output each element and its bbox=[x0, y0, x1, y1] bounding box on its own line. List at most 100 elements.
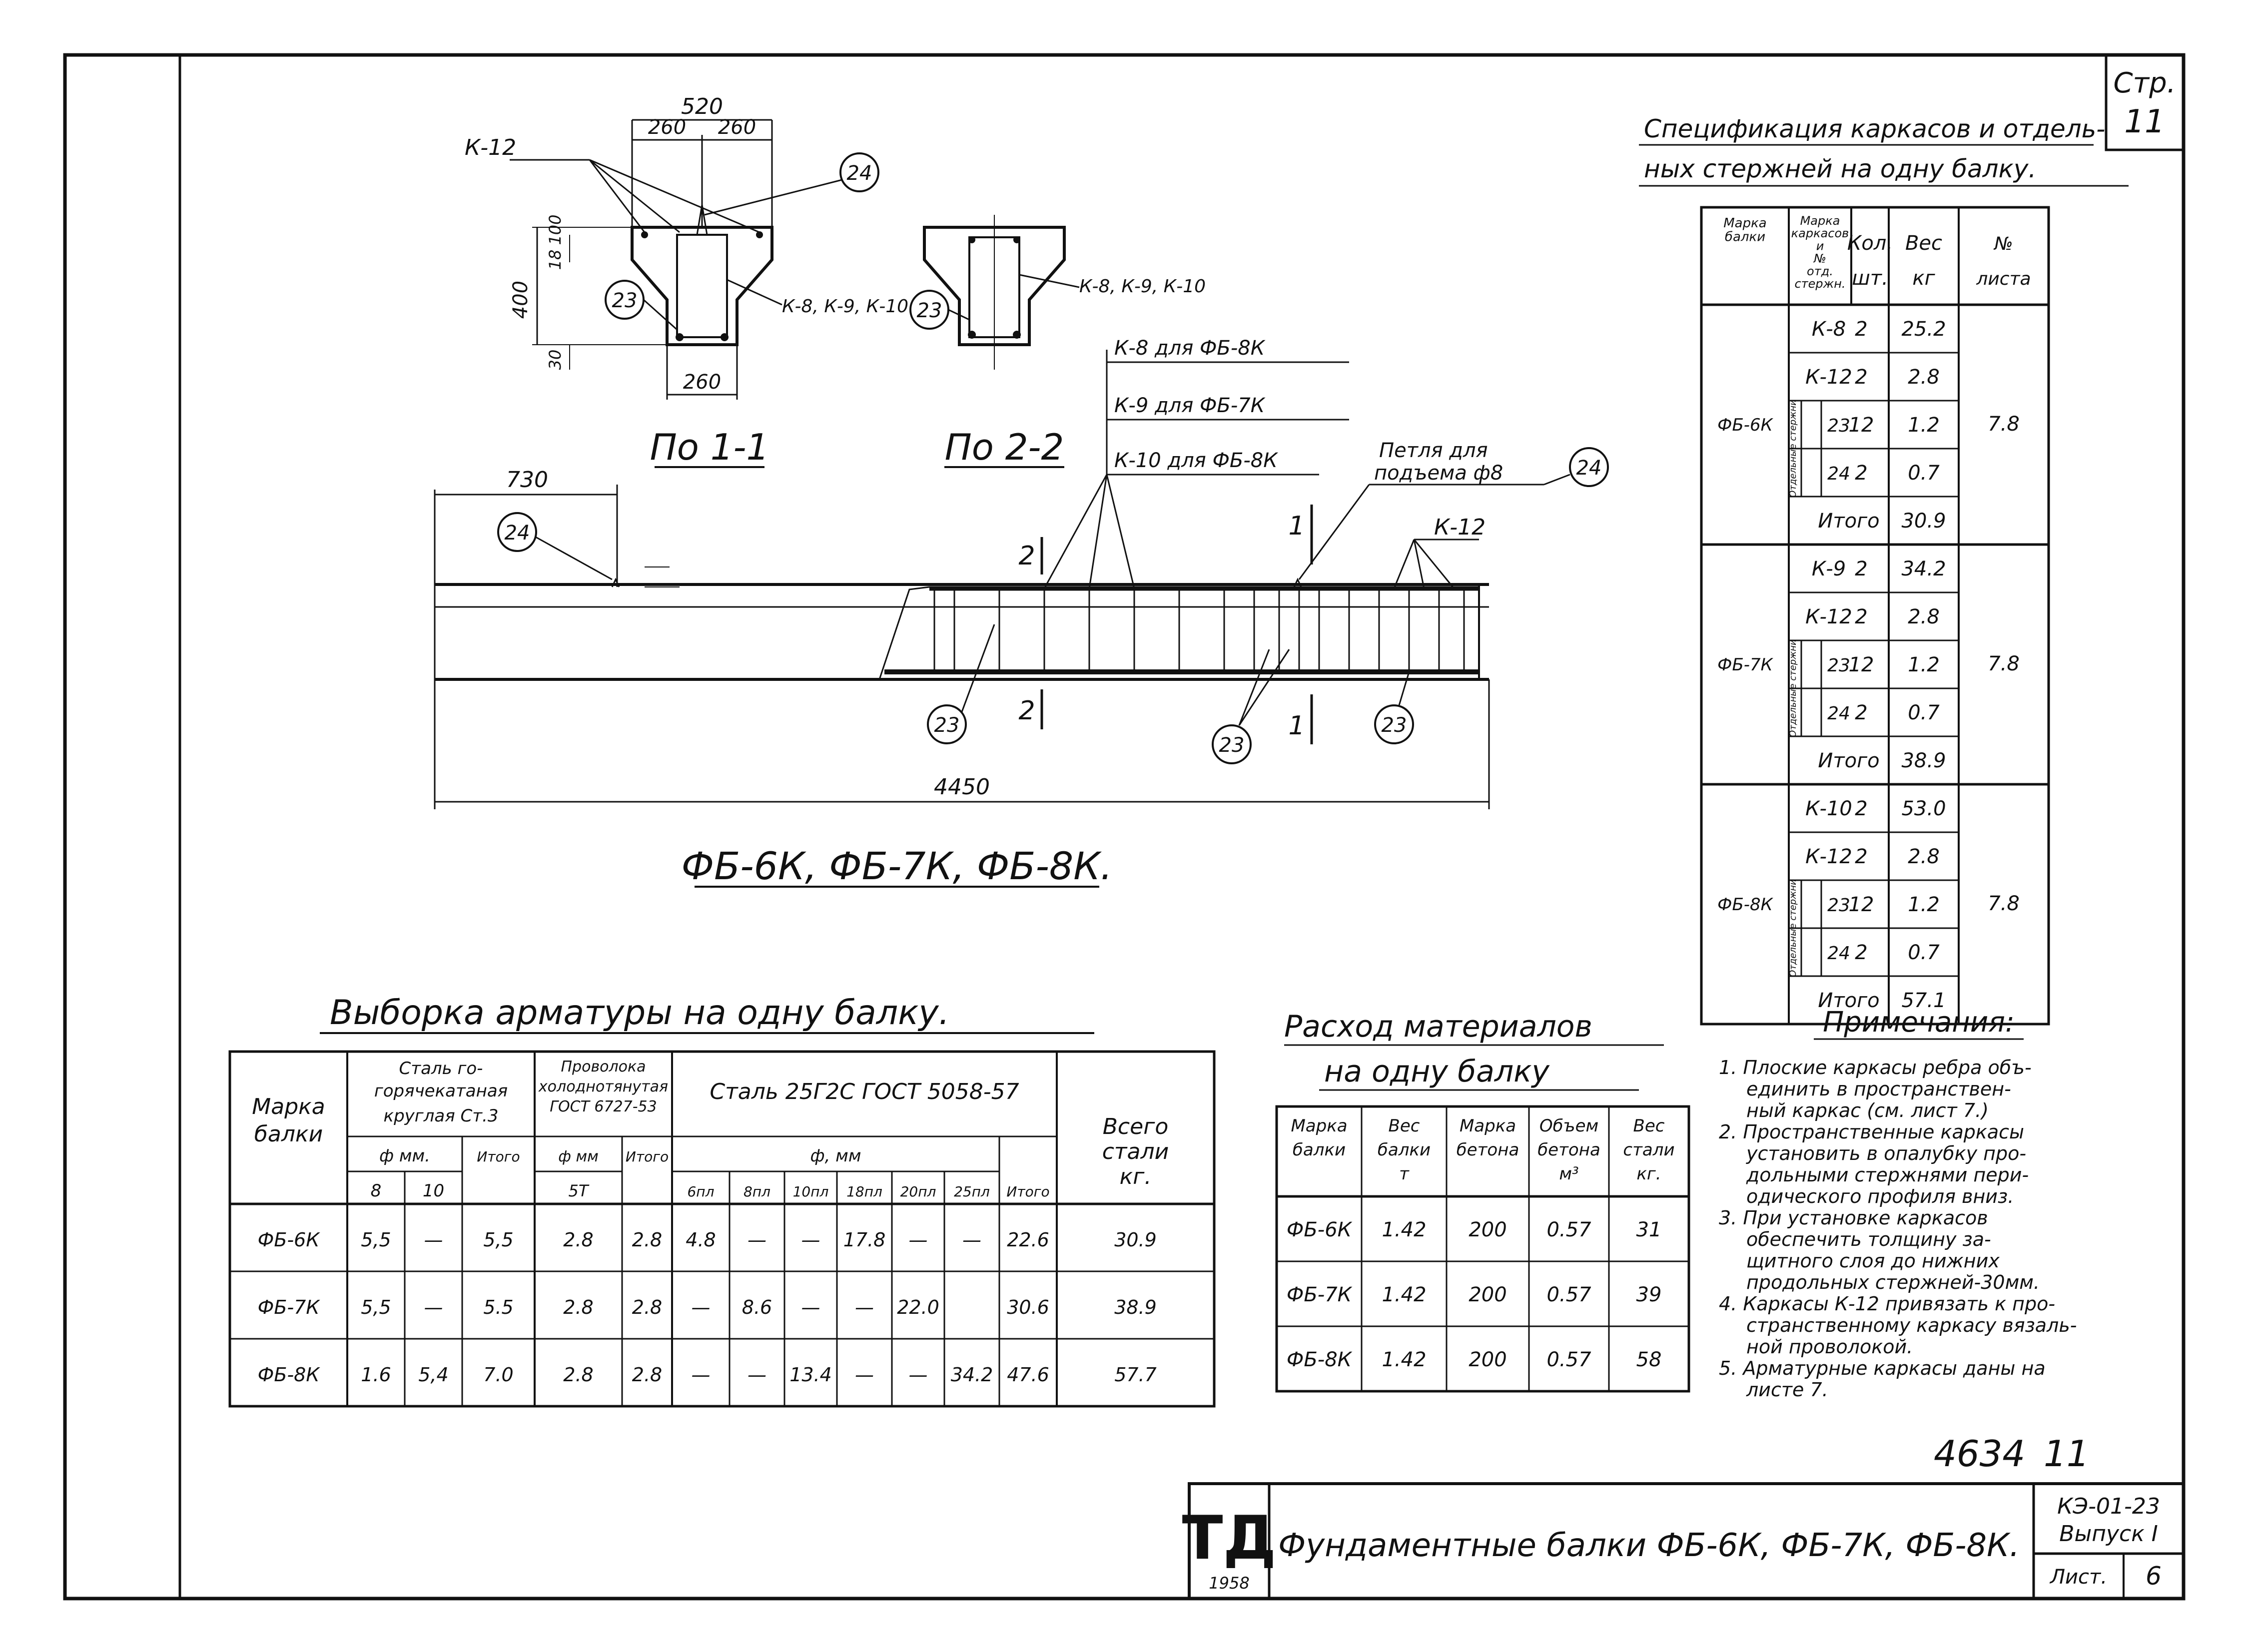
title-block: 4634 11 ТД 1958 Фундаментные балки ФБ-6К… bbox=[1182, 1433, 2185, 1600]
label-k-group-section2: К-8, К-9, К-10 bbox=[1079, 276, 1206, 297]
materials-beam-mark: ФБ-6К bbox=[1287, 1218, 1353, 1241]
spec-sheet-no: 7.8 bbox=[1988, 413, 2020, 436]
stamp-issue: Выпуск I bbox=[2059, 1521, 2158, 1547]
spec-header-cage: стержн. bbox=[1794, 277, 1845, 291]
spec-beam-mark: ФБ-8К bbox=[1717, 895, 1773, 915]
beams-title: ФБ-6К, ФБ-7К, ФБ-8К. bbox=[682, 844, 1113, 888]
notes-title: Примечания: bbox=[1823, 1006, 2015, 1039]
spec-weight: 0.7 bbox=[1908, 462, 1940, 485]
note-line: дольными стержнями пери- bbox=[1746, 1164, 2029, 1186]
rebar-header-wire: холоднотянутая bbox=[538, 1078, 668, 1096]
spec-total: 57.1 bbox=[1901, 989, 1946, 1012]
note-line: 5. Арматурные каркасы даны на bbox=[1719, 1357, 2046, 1379]
rebar-cell: 30.6 bbox=[1007, 1296, 1049, 1318]
rebar-sub-diam: 20пл bbox=[900, 1183, 936, 1200]
spec-weight: 34.2 bbox=[1901, 557, 1946, 580]
rebar-beam-mark: ФБ-6К bbox=[258, 1229, 321, 1251]
rebar-cell: 5,5 bbox=[361, 1229, 391, 1251]
cut-2-bottom: 2 bbox=[1018, 696, 1035, 726]
td-logo: ТД bbox=[1182, 1504, 1277, 1573]
spec-cage-mark: К-12 bbox=[1805, 605, 1852, 628]
spec-cage-mark: К-12 bbox=[1805, 845, 1852, 868]
pos-23-elev-b: 23 bbox=[1219, 734, 1245, 757]
spec-cage-mark: К-8 bbox=[1812, 318, 1846, 341]
spec-bar-pos: 23 bbox=[1827, 895, 1850, 916]
spec-qty: 2 bbox=[1855, 845, 1867, 868]
rebar-header-wire: Проволока bbox=[561, 1058, 646, 1076]
rebar-cell: 1.6 bbox=[361, 1364, 391, 1386]
rebar-header-mark: Марка bbox=[252, 1094, 325, 1119]
spec-header-weight: кг bbox=[1912, 267, 1935, 290]
materials-header: Марка bbox=[1291, 1116, 1347, 1136]
materials-table: МаркабалкиВесбалкитМаркабетонаОбъембетон… bbox=[1275, 1105, 1690, 1393]
spec-total-label: Итого bbox=[1818, 510, 1879, 533]
materials-header: бетона bbox=[1457, 1140, 1519, 1160]
rebar-cell: 2.8 bbox=[563, 1364, 593, 1386]
spec-qty: 2 bbox=[1855, 701, 1867, 724]
note-line: единить в пространствен- bbox=[1746, 1078, 2011, 1100]
spec-qty: 2 bbox=[1855, 941, 1867, 964]
spec-beam-mark: ФБ-6К bbox=[1717, 415, 1773, 435]
notes-lines: 1. Плоские каркасы ребра объ-единить в п… bbox=[1719, 1057, 2077, 1401]
rebar-cell: 22.6 bbox=[1007, 1229, 1049, 1251]
rebar-cell: — bbox=[424, 1296, 443, 1318]
spec-header-cage: каркасов bbox=[1791, 226, 1849, 240]
notes-section: Примечания: 1. Плоские каркасы ребра объ… bbox=[1719, 1006, 2077, 1401]
spec-header-cage: № bbox=[1813, 252, 1826, 266]
spec-header-cage: Марка bbox=[1800, 214, 1840, 228]
rebar-sub-diam: 8 bbox=[371, 1181, 382, 1201]
spec-weight: 1.2 bbox=[1908, 653, 1940, 676]
stamp-series: КЭ-01-23 bbox=[2057, 1494, 2160, 1519]
materials-header: балки bbox=[1293, 1140, 1346, 1160]
note-line: продольных стержней-30мм. bbox=[1746, 1271, 2040, 1293]
spec-bar-pos: 24 bbox=[1827, 703, 1850, 724]
materials-title-1: Расход материалов bbox=[1284, 1009, 1592, 1044]
spec-weight: 1.2 bbox=[1908, 893, 1940, 916]
spec-qty: 12 bbox=[1849, 653, 1874, 676]
materials-header: балки bbox=[1378, 1140, 1431, 1160]
note-line: странственному каркасу вязаль- bbox=[1746, 1314, 2077, 1336]
stamp-sheet-value: 6 bbox=[2146, 1562, 2162, 1591]
cut-1-top: 1 bbox=[1288, 511, 1305, 541]
page-number-box: Стр. 11 bbox=[2105, 55, 2184, 151]
materials-header: Вес bbox=[1633, 1116, 1665, 1136]
rebar-cell: 22.0 bbox=[897, 1296, 939, 1318]
note-loop-1: Петля для bbox=[1379, 439, 1488, 462]
note-line: обеспечить толщину за- bbox=[1746, 1228, 1991, 1250]
rebar-cell: 2.8 bbox=[632, 1296, 662, 1318]
rebar-header-itogo: Итого bbox=[626, 1148, 669, 1165]
spec-total: 30.9 bbox=[1901, 510, 1946, 533]
materials-cell: 58 bbox=[1636, 1348, 1662, 1371]
materials-cell: 200 bbox=[1469, 1283, 1506, 1306]
rebar-cell: — bbox=[424, 1229, 443, 1251]
rebar-cell: — bbox=[962, 1229, 981, 1251]
materials-header: Марка bbox=[1460, 1116, 1516, 1136]
rebar-header-total: Всего bbox=[1103, 1114, 1168, 1139]
pos-24-elev-left: 24 bbox=[505, 522, 530, 545]
spec-bar-pos: 23 bbox=[1827, 655, 1850, 676]
rebar-beam-mark: ФБ-8К bbox=[258, 1364, 321, 1386]
materials-beam-mark: ФБ-8К bbox=[1287, 1348, 1353, 1371]
materials-cell: 39 bbox=[1636, 1283, 1662, 1306]
spec-title-2: ных стержней на одну балку. bbox=[1644, 154, 2036, 183]
rebar-header-phi: ф мм. bbox=[379, 1146, 430, 1166]
spec-header-sheet: № bbox=[1993, 234, 2013, 254]
dim-18: 18 bbox=[546, 250, 565, 270]
note-k10: К-10 для ФБ-8К bbox=[1114, 449, 1278, 472]
spec-total: 38.9 bbox=[1901, 749, 1946, 772]
spec-weight: 1.2 bbox=[1908, 414, 1940, 437]
rebar-section: Выборка арматуры на одну балку. Маркабал… bbox=[228, 993, 1216, 1408]
note-line: листе 7. bbox=[1746, 1379, 1828, 1401]
materials-header: Объем bbox=[1539, 1116, 1598, 1136]
dim-520: 520 bbox=[681, 94, 723, 119]
materials-header: бетона bbox=[1537, 1140, 1600, 1160]
spec-total-label: Итого bbox=[1818, 749, 1879, 772]
note-line: ный каркас (см. лист 7.) bbox=[1746, 1100, 1989, 1121]
rebar-header-phi: ф мм bbox=[558, 1148, 598, 1165]
rebar-cell: — bbox=[748, 1229, 766, 1251]
rebar-cell: 5,4 bbox=[418, 1364, 448, 1386]
spec-header-cage: и bbox=[1816, 239, 1824, 253]
rebar-sub-diam: 10пл bbox=[793, 1183, 829, 1200]
rebar-header-wire: ГОСТ 6727-53 bbox=[550, 1098, 657, 1115]
